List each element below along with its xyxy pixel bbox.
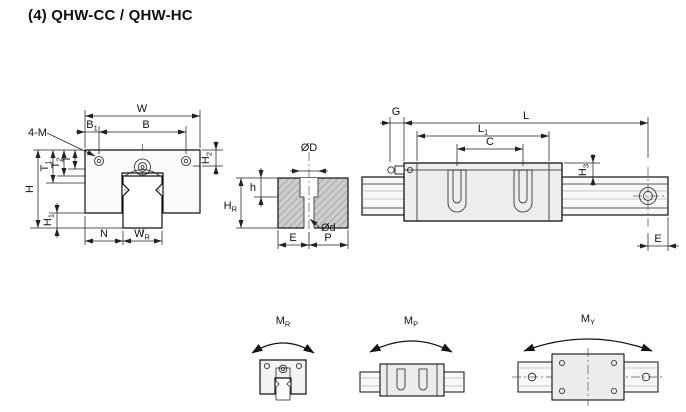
dim-label-hdepth: h [250, 182, 256, 194]
mini-block-side [379, 363, 445, 397]
dim-label-h: H [24, 185, 36, 193]
front-view: W B B1 4-M T T2 T1 H H1 [24, 103, 223, 245]
moment-yaw-diagram: MY [512, 313, 664, 406]
dim-label-b1: B1 [86, 119, 98, 133]
bolt-slot [447, 169, 467, 213]
pitch-arrow-icon [369, 340, 453, 353]
block-side-outline [403, 162, 563, 222]
dim-label-e-rail: E [654, 233, 661, 245]
dim-label-t1: T1 [39, 161, 53, 172]
moment-pitch-diagram: MP [359, 315, 465, 397]
bolt-slot [513, 169, 533, 213]
rail-section-view: ØD h HR Ød E P [224, 142, 349, 249]
yaw-arrow-icon [523, 338, 653, 352]
dim-label-g: G [392, 106, 401, 118]
dim-label-h1: H1 [42, 214, 56, 226]
moment-label-mr: MR [276, 315, 291, 329]
dim-label-h3: H3 [577, 164, 591, 176]
page-title: (4) QHW-CC / QHW-HC [28, 7, 193, 24]
dim-label-t2: T2 [50, 158, 64, 169]
dim-label-wr: WR [134, 228, 150, 242]
moment-label-mp: MP [404, 315, 418, 329]
dim-label-t: T [61, 155, 73, 162]
dim-label-p: P [324, 232, 331, 244]
leader-line [46, 132, 96, 157]
dim-label-h2: H2 [200, 152, 214, 164]
bolt-hole-icon [181, 156, 191, 166]
dim-label-b: B [142, 119, 149, 131]
block-outline [84, 149, 201, 214]
grease-nipple-icon [134, 158, 151, 176]
dim-label-e-section: E [289, 232, 296, 244]
grease-nipple-icon [394, 165, 405, 175]
dim-label-w: W [137, 103, 148, 115]
rail-outline [122, 175, 163, 229]
dim-label-od-big: ØD [301, 142, 318, 154]
moment-label-my: MY [581, 313, 595, 327]
dim-label-c: C [486, 136, 494, 148]
dim-label-od-small: Ød [321, 222, 336, 234]
mini-rail-front [275, 367, 291, 401]
moment-roll-diagram: MR [251, 315, 315, 401]
rail-arch-line [124, 169, 161, 177]
mini-block-front [259, 359, 307, 395]
rail-hole-icon [639, 187, 657, 205]
leader-line [309, 218, 321, 229]
bolt-hole-icon [94, 156, 104, 166]
dim-label-l1: L1 [478, 123, 488, 137]
dim-label-4m: 4-M [28, 127, 47, 139]
dim-label-n: N [100, 228, 108, 240]
side-view: G L L1 C H3 E [361, 106, 679, 251]
roll-arrow-icon [251, 342, 315, 354]
dim-label-hr: HR [224, 200, 238, 214]
dim-label-l: L [523, 110, 529, 122]
